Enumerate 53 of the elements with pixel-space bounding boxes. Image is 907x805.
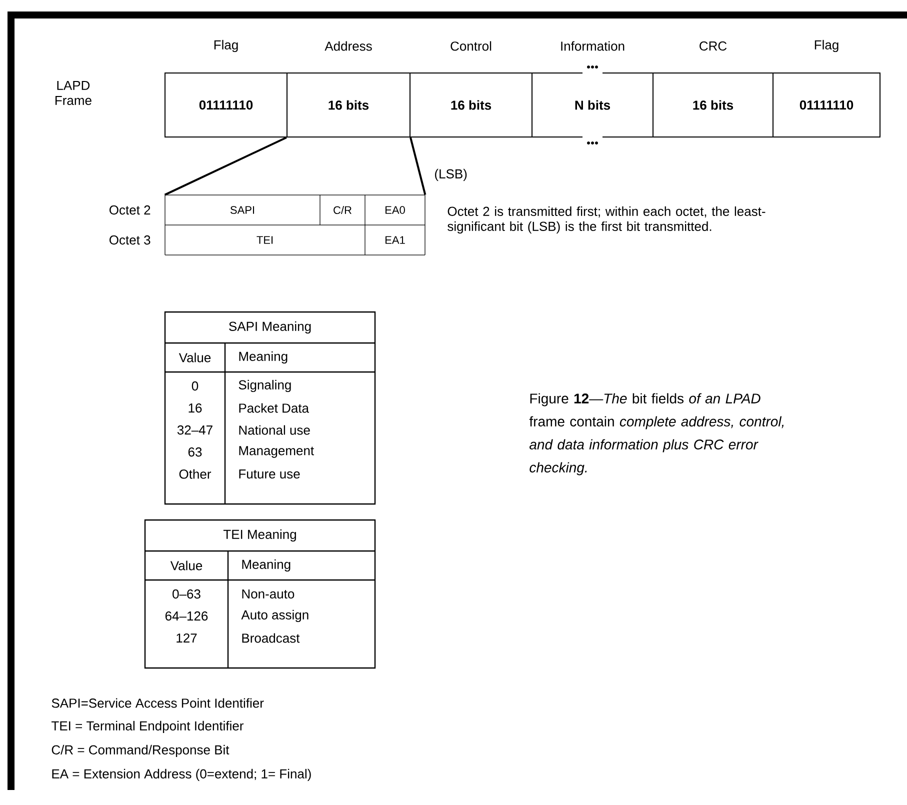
frame-label: LAPD Frame xyxy=(56,80,92,106)
table-cell: 64–126 xyxy=(165,611,208,621)
table-cell: 32–47 xyxy=(177,425,212,435)
table-header: TEI Meaning xyxy=(223,529,296,542)
table-cell: SAPI xyxy=(164,194,320,226)
table-cell: Broadcast xyxy=(242,633,300,643)
table-cell: Future use xyxy=(239,469,300,479)
node-label: Flag xyxy=(814,40,838,52)
abbreviation-note: SAPI=Service Access Point Identifier xyxy=(52,698,264,708)
table-cell: 0 xyxy=(192,381,198,391)
table-cell: Packet Data xyxy=(239,403,309,413)
frame-field: Flag 01111110 xyxy=(164,40,288,138)
zoom-line xyxy=(164,136,287,196)
row-label: Octet 2 xyxy=(110,205,150,215)
figure-caption: Figure 12—The bit fields of an LPAD frame contain complete address, control, and data information plus CRC error checking. xyxy=(529,393,784,476)
lookup-table xyxy=(164,311,376,505)
column-header: Value xyxy=(178,352,211,362)
table-header: SAPI Meaning xyxy=(229,321,311,334)
node-label: CRC xyxy=(700,41,727,51)
table-cell: Signaling xyxy=(238,380,291,392)
column-header: Meaning xyxy=(242,559,290,572)
row-label: Octet 3 xyxy=(110,235,150,245)
frame-field: Address 16 bits xyxy=(286,41,410,138)
bit-note: (LSB) xyxy=(435,168,467,182)
table-cell: 16 xyxy=(188,403,202,413)
table-cell: Management xyxy=(239,446,314,458)
abbreviation-note: C/R = Command/Response Bit xyxy=(52,744,230,758)
table-cell: 63 xyxy=(188,447,202,457)
frame-field: Flag 01111110 xyxy=(772,40,880,138)
table-cell: 0–63 xyxy=(172,589,200,599)
table-cell: EA0 xyxy=(364,194,426,226)
frame-field: CRC 16 bits xyxy=(652,41,774,138)
table-cell: EA1 xyxy=(364,224,426,256)
frame-field: Information N bits xyxy=(532,41,654,144)
node-label: Information xyxy=(561,41,624,51)
abbreviation-note: EA = Extension Address (0=extend; 1= Final) xyxy=(52,768,311,782)
lookup-table xyxy=(144,519,376,669)
abbreviation-note: TEI = Terminal Endpoint Identifier xyxy=(52,720,244,734)
table-cell: C/R xyxy=(320,194,366,226)
node-label: Address xyxy=(324,41,372,51)
node-label: Control xyxy=(450,41,492,51)
node-label: Flag xyxy=(214,40,238,52)
column-header: Value xyxy=(170,560,202,570)
frame-field: Control 16 bits xyxy=(410,41,532,138)
table-cell: Other xyxy=(179,469,212,479)
table-cell: 127 xyxy=(176,633,197,643)
table-cell: Auto assign xyxy=(241,610,308,622)
zoom-line xyxy=(410,137,426,196)
table-cell: TEI xyxy=(164,224,366,256)
column-header: Meaning xyxy=(239,351,288,364)
note-paragraph: Octet 2 is transmitted first; within each octet, the least-significant bit (LSB) is the first bit transmitted. xyxy=(448,206,766,234)
table-cell: Non-auto xyxy=(242,589,294,599)
table-cell: National use xyxy=(239,425,310,435)
